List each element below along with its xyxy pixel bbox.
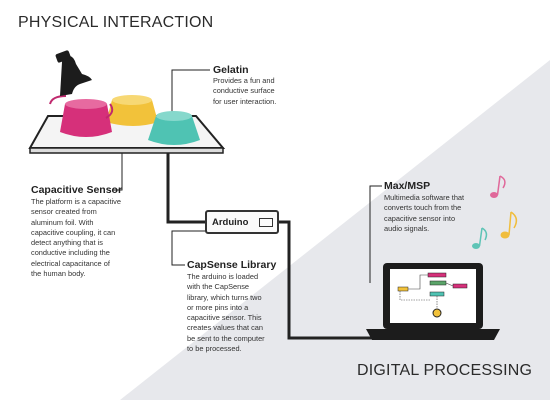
physical-interaction-heading: PHYSICAL INTERACTION bbox=[18, 14, 214, 31]
patch-object-green bbox=[429, 280, 447, 286]
music-note-icon bbox=[490, 175, 506, 198]
gelatin-leader-line bbox=[171, 69, 210, 116]
patch-output-dial bbox=[432, 308, 442, 318]
gelatin-description: Provides a fun and conductive surface fo… bbox=[213, 76, 277, 106]
maxmsp-leader-line bbox=[369, 185, 382, 283]
arduino-usb-port bbox=[259, 218, 273, 227]
laptop-icon bbox=[366, 263, 500, 340]
music-note-icon bbox=[472, 227, 488, 249]
gelatin-cup-magenta bbox=[49, 95, 114, 137]
sensor-to-arduino-wire bbox=[166, 152, 205, 224]
patch-object-magenta-right bbox=[452, 283, 468, 289]
gelatin-cup-yellow bbox=[106, 95, 158, 126]
maxmsp-description: Multimedia software that converts touch … bbox=[384, 193, 465, 233]
patch-object-yellow bbox=[397, 286, 409, 292]
capacitive-sensor-leader-line bbox=[112, 150, 123, 191]
arduino-label: Arduino bbox=[212, 217, 249, 228]
capsense-library-title: CapSense Library bbox=[187, 259, 277, 271]
capacitive-sensor-title: Capacitive Sensor bbox=[31, 184, 123, 196]
capacitive-sensor-description: The platform is a capacitive sensor crea… bbox=[31, 197, 121, 279]
gelatin-title: Gelatin bbox=[213, 64, 249, 76]
capsense-leader-line bbox=[171, 230, 205, 266]
patch-object-magenta-top bbox=[427, 272, 447, 278]
maxmsp-title: Max/MSP bbox=[384, 180, 431, 192]
gelatin-cup-teal bbox=[148, 111, 200, 145]
music-note-icon bbox=[500, 211, 518, 239]
digital-processing-heading: DIGITAL PROCESSING bbox=[357, 362, 533, 379]
hand-pointer-icon bbox=[55, 50, 92, 96]
arduino-board-icon: Arduino bbox=[205, 210, 279, 234]
capsense-library-description: The arduino is loaded with the CapSense … bbox=[187, 272, 265, 354]
patch-object-teal bbox=[429, 291, 445, 297]
arduino-to-laptop-wire bbox=[279, 220, 380, 340]
